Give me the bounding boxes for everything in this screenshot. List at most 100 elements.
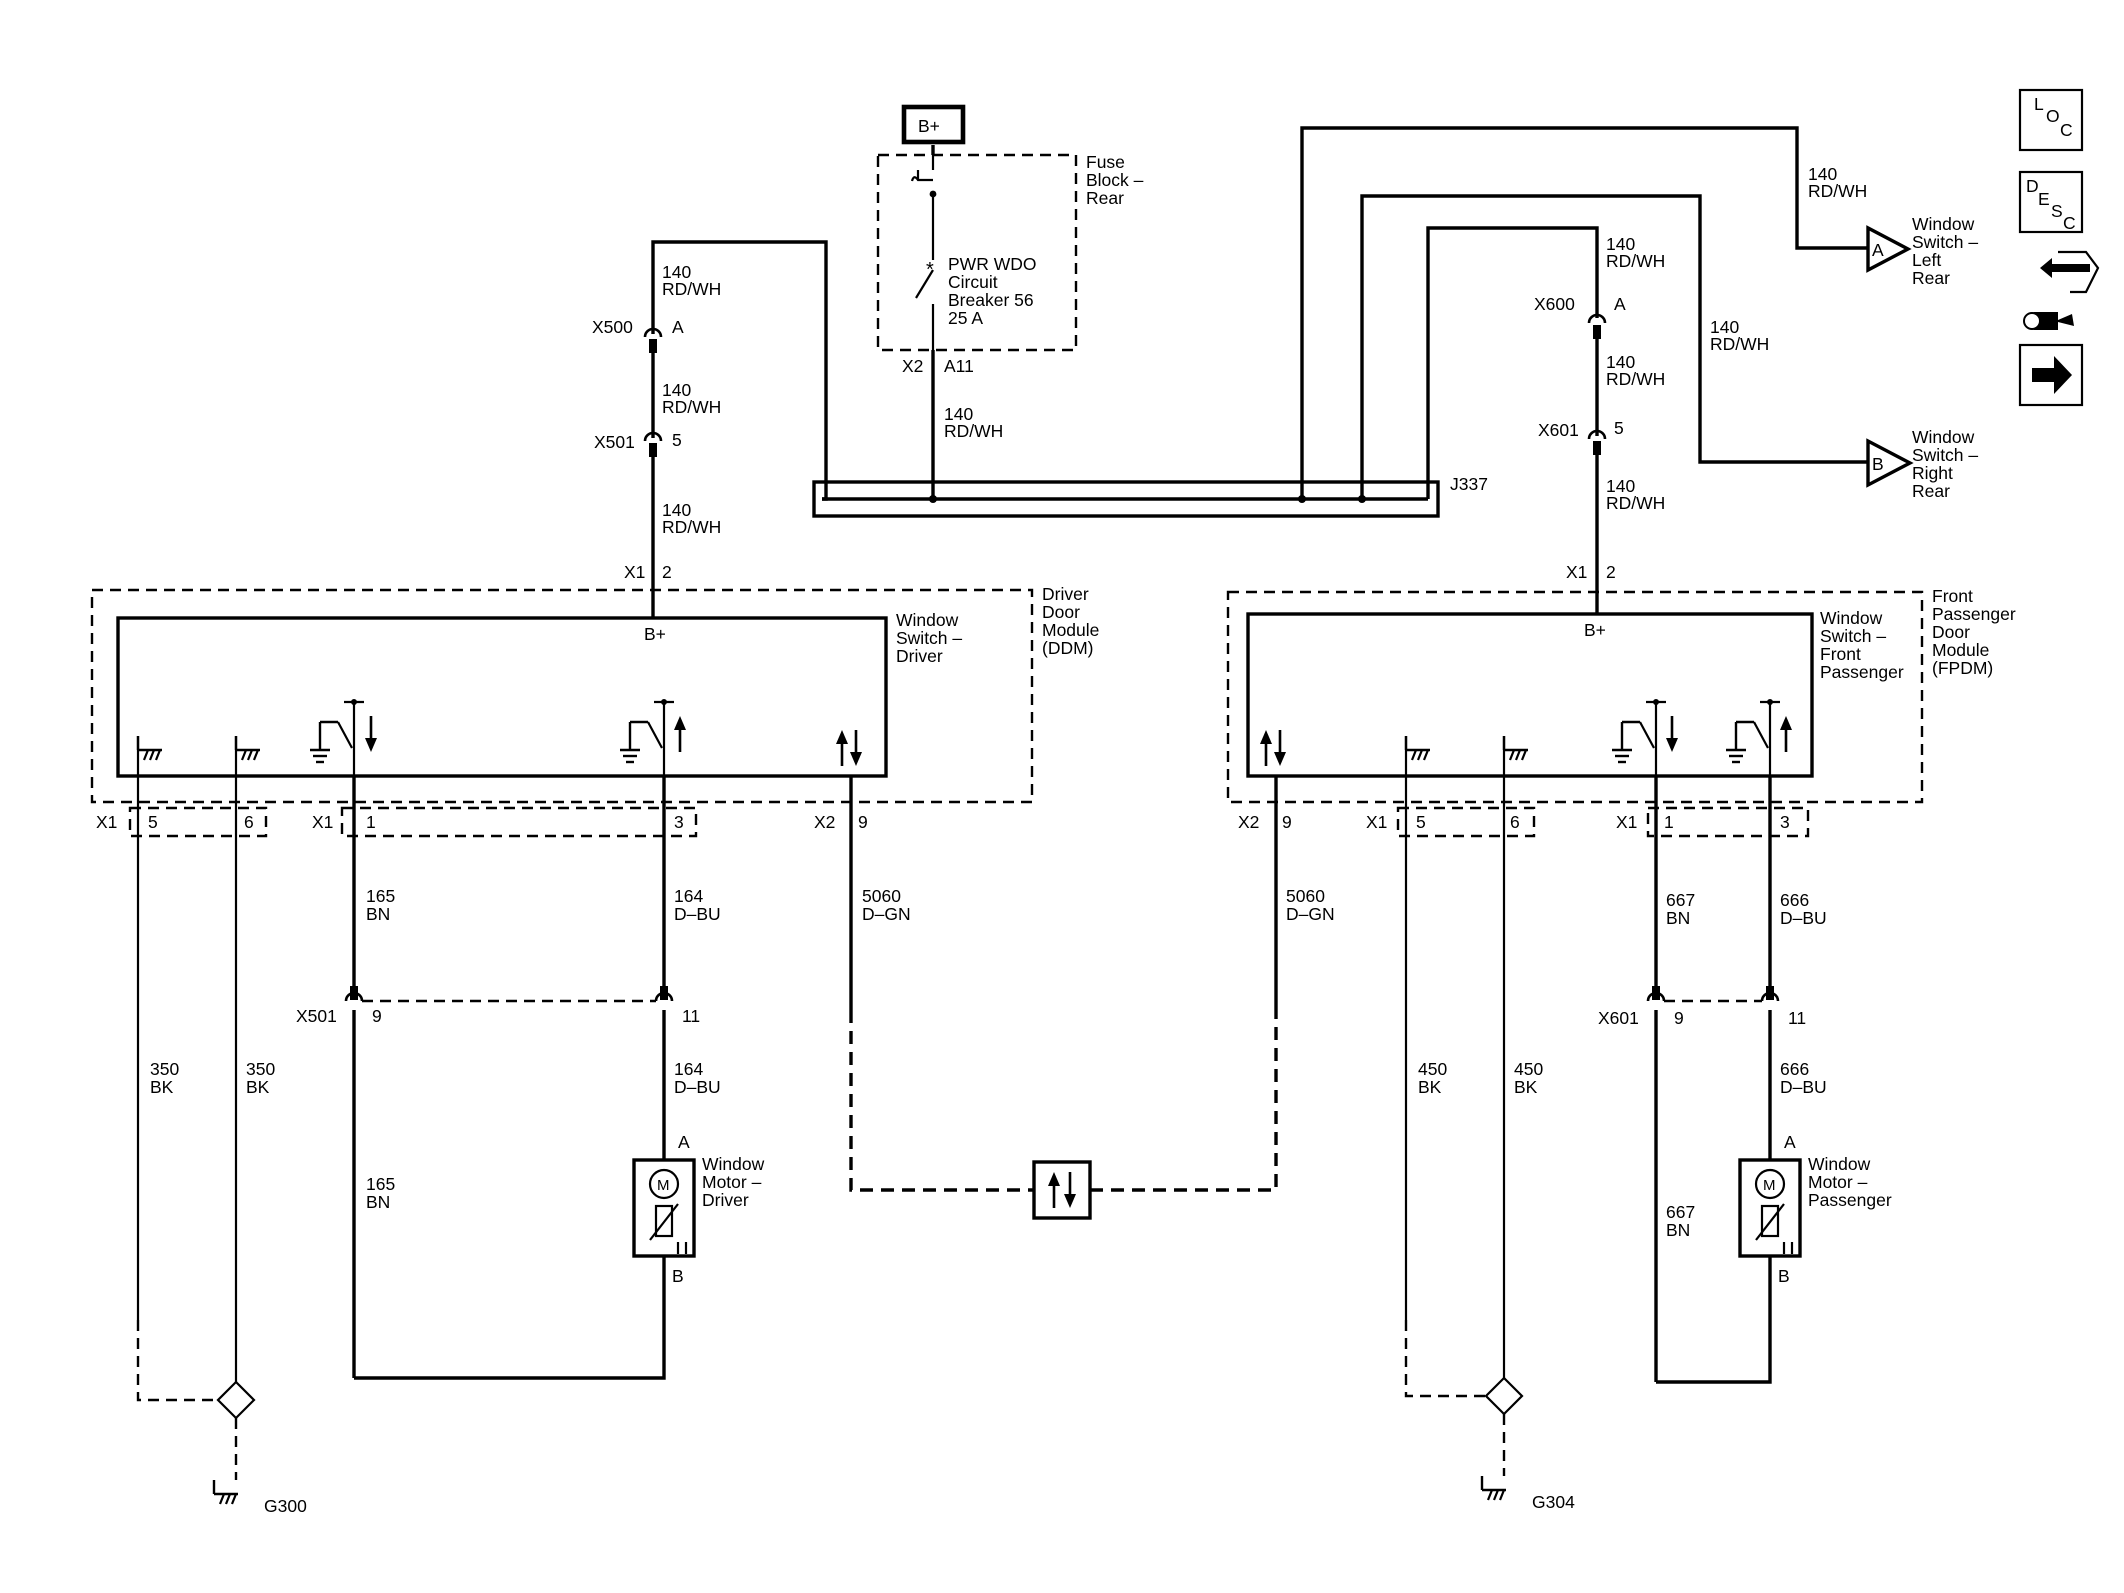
svg-text:G304: G304 [1532, 1492, 1575, 1512]
arrow-down-icon [1272, 728, 1288, 768]
arrow-down-icon [363, 714, 379, 754]
svg-text:RD/WH: RD/WH [1808, 181, 1867, 201]
svg-text:25 A: 25 A [948, 308, 983, 328]
svg-text:Switch –: Switch – [1820, 626, 1886, 646]
svg-text:RD/WH: RD/WH [1606, 369, 1665, 389]
circuit-breaker-56: * PWR WDO Circuit Breaker 56 25 A [910, 155, 1036, 350]
svg-text:1: 1 [366, 812, 376, 832]
svg-text:A: A [1614, 294, 1626, 314]
svg-text:Motor –: Motor – [702, 1172, 762, 1192]
passenger-door-module: Front Passenger Door Module (FPDM) [1226, 586, 2016, 804]
svg-text:140: 140 [662, 500, 691, 520]
svg-text:Module: Module [1042, 620, 1099, 640]
svg-text:666: 666 [1780, 890, 1809, 910]
window-switch-front-passenger: B+ Window Switch – Front Passenger [1246, 608, 1904, 778]
svg-text:D–BU: D–BU [674, 904, 721, 924]
svg-text:A: A [672, 317, 684, 337]
arrow-down-icon [848, 728, 864, 768]
svg-text:PWR WDO: PWR WDO [948, 254, 1036, 274]
svg-text:140: 140 [944, 404, 973, 424]
svg-text:X1: X1 [1566, 562, 1587, 582]
svg-text:Rear: Rear [1086, 188, 1124, 208]
svg-text:BK: BK [1418, 1077, 1442, 1097]
svg-text:X2: X2 [902, 356, 923, 376]
svg-text:9: 9 [372, 1006, 382, 1026]
next-page-arrow-icon[interactable] [2018, 343, 2084, 407]
svg-text:Circuit: Circuit [948, 272, 998, 292]
svg-text:Window: Window [1808, 1154, 1871, 1174]
svg-text:11: 11 [1788, 1008, 1806, 1028]
svg-text:BN: BN [366, 1192, 390, 1212]
window-switch-right-rear: B Window Switch – Right Rear [1866, 427, 1978, 501]
svg-text:D–BU: D–BU [1780, 1077, 1827, 1097]
svg-text:X1: X1 [96, 812, 117, 832]
svg-text:Fuse: Fuse [1086, 152, 1125, 172]
svg-text:C: C [2063, 213, 2076, 233]
legend-loc-icon[interactable]: L O C [2018, 88, 2084, 152]
svg-text:E: E [2038, 189, 2050, 209]
svg-text:BN: BN [1666, 908, 1690, 928]
svg-text:666: 666 [1780, 1059, 1809, 1079]
svg-text:X1: X1 [1366, 812, 1387, 832]
svg-text:Driver: Driver [1042, 584, 1089, 604]
window-switch-left-rear: A Window Switch – Left Rear [1866, 214, 1978, 288]
legend-desc-icon[interactable]: D E S C [2018, 170, 2084, 234]
svg-text:B+: B+ [644, 624, 666, 644]
svg-text:C: C [2060, 120, 2073, 140]
svg-text:RD/WH: RD/WH [662, 517, 721, 537]
svg-text:D–BU: D–BU [674, 1077, 721, 1097]
svg-text:5: 5 [148, 812, 158, 832]
svg-text:5: 5 [1614, 418, 1624, 438]
switch-up-driver [618, 699, 688, 776]
svg-text:B: B [672, 1266, 684, 1286]
svg-text:5: 5 [1416, 812, 1426, 832]
svg-text:140: 140 [1606, 352, 1635, 372]
svg-text:Window: Window [702, 1154, 765, 1174]
svg-text:164: 164 [674, 886, 703, 906]
svg-text:667: 667 [1666, 890, 1695, 910]
window-motor-driver: M Window Motor – Driver [632, 1154, 765, 1258]
svg-text:Switch –: Switch – [896, 628, 962, 648]
svg-text:RD/WH: RD/WH [944, 421, 1003, 441]
svg-text:RD/WH: RD/WH [1606, 251, 1665, 271]
svg-text:A: A [678, 1132, 690, 1152]
svg-text:B: B [1872, 454, 1884, 474]
svg-text:Passenger: Passenger [1932, 604, 2016, 624]
svg-text:Front: Front [1820, 644, 1861, 664]
svg-text:D–BU: D–BU [1780, 908, 1827, 928]
svg-text:1: 1 [1664, 812, 1674, 832]
fuse-block-rear: Fuse Block – Rear [876, 152, 1144, 352]
svg-text:140: 140 [662, 380, 691, 400]
ground-splice-g304: G304 [1480, 1376, 1575, 1512]
svg-text:2: 2 [1606, 562, 1616, 582]
svg-text:X2: X2 [814, 812, 835, 832]
svg-text:6: 6 [1510, 812, 1520, 832]
svg-text:140: 140 [662, 262, 691, 282]
connector-tool-icon[interactable] [2023, 250, 2100, 330]
svg-text:Switch –: Switch – [1912, 445, 1978, 465]
svg-text:B+: B+ [918, 116, 940, 136]
ground-splice-g300: G300 [212, 1380, 307, 1516]
svg-text:Passenger: Passenger [1808, 1190, 1892, 1210]
svg-text:450: 450 [1514, 1059, 1543, 1079]
svg-text:A11: A11 [944, 356, 974, 376]
svg-text:B: B [1778, 1266, 1790, 1286]
svg-text:Right: Right [1912, 463, 1953, 483]
svg-text:BK: BK [246, 1077, 270, 1097]
svg-text:X600: X600 [1534, 294, 1575, 314]
svg-text:Module: Module [1932, 640, 1989, 660]
svg-text:X2: X2 [1238, 812, 1259, 832]
internal-ground-icon [234, 734, 262, 762]
svg-text:RD/WH: RD/WH [1710, 334, 1769, 354]
arrow-up-icon [672, 714, 688, 754]
connector-x501-pin11 [654, 984, 674, 1003]
svg-text:RD/WH: RD/WH [662, 279, 721, 299]
svg-text:11: 11 [682, 1006, 700, 1026]
svg-text:Left: Left [1912, 250, 1941, 270]
svg-text:2: 2 [662, 562, 672, 582]
svg-text:Window: Window [1912, 214, 1975, 234]
svg-text:X501: X501 [594, 432, 635, 452]
svg-text:X501: X501 [296, 1006, 337, 1026]
svg-text:S: S [2051, 201, 2063, 221]
